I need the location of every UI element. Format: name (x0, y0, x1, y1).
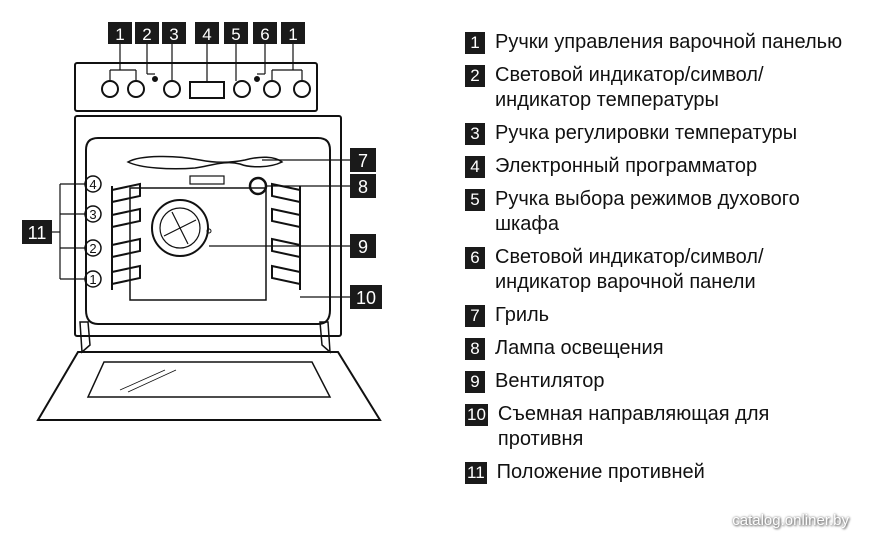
legend-item: 8 Лампа освещения (465, 336, 860, 361)
legend-number: 2 (465, 65, 485, 87)
legend-number: 8 (465, 338, 485, 360)
legend-item: 2 Световой индикатор/символ/ индикатор те… (465, 63, 860, 113)
legend-item: 9 Вентилятор (465, 369, 860, 394)
legend-number: 6 (465, 247, 485, 269)
callout-label: 8 (358, 177, 368, 197)
legend-text: Гриль (495, 304, 550, 326)
control-panel (74, 62, 318, 112)
legend-text: Лампа освещения (495, 337, 664, 359)
legend-number: 5 (465, 189, 485, 211)
legend-number: 3 (465, 123, 485, 145)
callout-label: 3 (169, 25, 178, 44)
hob-knob (263, 80, 281, 98)
shelf-level-label: 3 (89, 207, 96, 222)
door-hinge (79, 321, 91, 354)
legend-text: Световой индикатор/символ/ индикатор тем… (495, 64, 764, 111)
legend-text: Съемная направляющая для противня (497, 403, 770, 450)
oven-lamp (248, 176, 268, 196)
legend-text: Электронный программатор (495, 155, 758, 177)
hob-knob (293, 80, 311, 98)
shelf-rail-right (271, 182, 301, 203)
callout-label: 11 (28, 223, 47, 243)
watermark: catalog.onliner.by (732, 512, 849, 529)
shelf-rail-right (271, 237, 301, 258)
top-callouts: 1 2 3 4 5 6 1 (108, 22, 305, 44)
grill-element (126, 155, 284, 170)
shelf-rail-left (111, 207, 141, 228)
callout-label: 10 (356, 288, 376, 308)
door-window (86, 361, 332, 398)
shelf-level-label: 1 (89, 272, 96, 287)
legend-item: 1 Ручки управления варочной панелью (465, 30, 860, 55)
callout-label: 2 (142, 25, 151, 44)
temperature-indicator (152, 76, 158, 82)
callout-label: 6 (260, 25, 269, 44)
shelf-rail-left (111, 264, 141, 285)
legend-item: 3 Ручка регулировки температуры (465, 121, 860, 146)
legend-text: Световой индикатор/символ/ индикатор вар… (495, 246, 764, 293)
legend-number: 1 (465, 32, 485, 54)
legend-text: Ручка регулировки температуры (495, 122, 798, 144)
mode-knob (233, 80, 251, 98)
shelf-level-label: 2 (89, 241, 96, 256)
programmer-display (189, 81, 225, 99)
hob-knob (101, 80, 119, 98)
legend-number: 7 (465, 305, 485, 327)
grill-connectors (189, 175, 225, 185)
callout-label: 1 (288, 25, 297, 44)
callout-label: 7 (358, 151, 368, 171)
legend-number: 10 (465, 404, 488, 426)
legend-text: Вентилятор (495, 370, 605, 392)
fan-hub (159, 207, 201, 249)
callout-label: 1 (115, 25, 124, 44)
hob-knob (127, 80, 145, 98)
hob-indicator (254, 76, 260, 82)
back-wall (129, 187, 267, 301)
legend-item: 6 Световой индикатор/символ/ индикатор ва… (465, 245, 860, 295)
fan (151, 199, 209, 257)
legend-number: 4 (465, 156, 485, 178)
legend-item: 11 Положение противней (465, 460, 860, 485)
side-callouts: 7 8 9 10 (350, 148, 382, 309)
legend-item: 4 Электронный программатор (465, 154, 860, 179)
callout-label: 9 (358, 237, 368, 257)
temperature-knob (163, 80, 181, 98)
shelf-rail-right (271, 207, 301, 228)
legend-text: Ручка выбора режимов духового шкафа (495, 188, 800, 235)
shelf-rail-left (111, 182, 141, 203)
callout-label: 4 (202, 25, 211, 44)
legend-text: Ручки управления варочной панелью (495, 31, 843, 53)
legend-number: 9 (465, 371, 485, 393)
legend-text: Положение противней (496, 461, 705, 483)
shelf-level-label: 4 (89, 177, 96, 192)
oven-body (74, 115, 342, 337)
callout-label: 5 (231, 25, 240, 44)
fan-blades (163, 211, 197, 245)
oven-door (36, 351, 382, 421)
legend-item: 7 Гриль (465, 303, 860, 328)
legend-item: 10 Съемная направляющая для противня (465, 402, 860, 452)
shelf-rail-left (111, 237, 141, 258)
legend-item: 5 Ручка выбора режимов духового шкафа (465, 187, 860, 237)
legend-number: 11 (465, 462, 487, 484)
shelf-rail-right (271, 264, 301, 285)
oven-cavity (85, 137, 331, 325)
oven-diagram: 1 2 3 4 5 6 1 7 8 9 10 11 4 3 2 1 (22, 22, 382, 421)
